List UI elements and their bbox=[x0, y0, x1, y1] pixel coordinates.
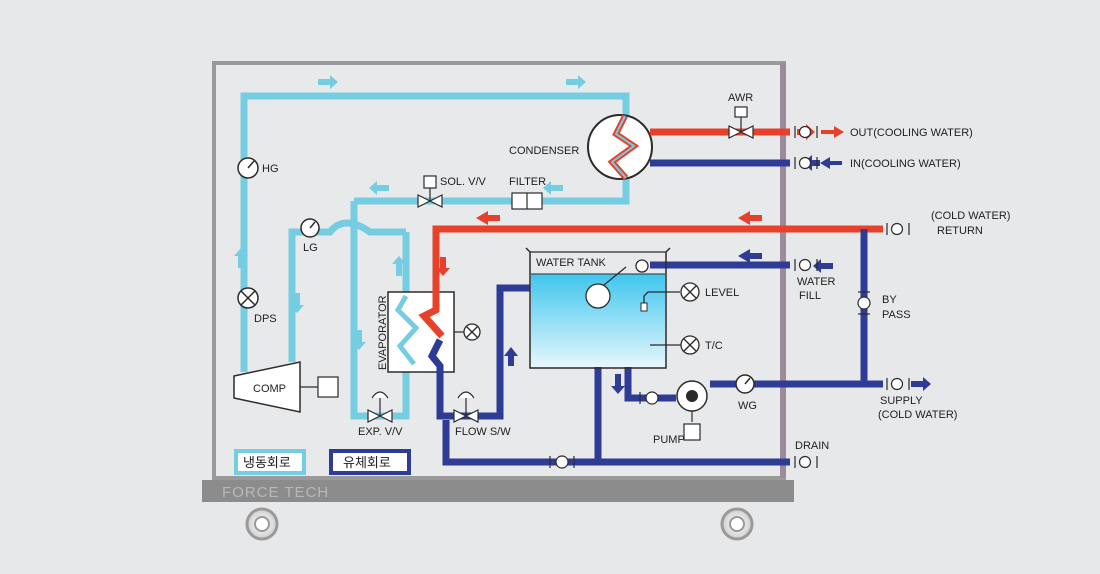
lg-label: LG bbox=[303, 242, 318, 254]
port-drain bbox=[794, 455, 818, 469]
expansion-valve bbox=[367, 391, 393, 423]
condenser bbox=[587, 114, 653, 180]
port-in-cooling bbox=[794, 156, 842, 170]
legend-fluid-label: 유체회로 bbox=[343, 455, 391, 470]
water-fill-label-1: WATER bbox=[797, 276, 836, 288]
hot-arrows bbox=[436, 124, 815, 276]
evaporator-coil bbox=[394, 294, 420, 366]
dps-label: DPS bbox=[254, 313, 277, 325]
drain-label: DRAIN bbox=[795, 440, 829, 452]
tc-label: T/C bbox=[705, 340, 723, 352]
condenser-label: CONDENSER bbox=[509, 145, 579, 157]
water-tank bbox=[525, 247, 682, 369]
awr-label: AWR bbox=[728, 92, 753, 104]
hg-label: HG bbox=[262, 163, 279, 175]
wheel-left bbox=[245, 507, 279, 541]
bypass-label-1: BY bbox=[882, 294, 897, 306]
water-tank-label: WATER TANK bbox=[536, 257, 607, 269]
hg-gauge bbox=[237, 157, 259, 179]
supply-label-1: SUPPLY bbox=[880, 395, 923, 407]
legend-fluid: 유체회로 bbox=[329, 449, 411, 475]
fluid-arrows bbox=[504, 155, 931, 394]
return-label-2: RETURN bbox=[937, 225, 983, 237]
lg-gauge bbox=[300, 218, 320, 238]
pump-label: PUMP bbox=[653, 434, 685, 446]
sol-vv-label: SOL. V/V bbox=[440, 176, 487, 188]
pump bbox=[639, 380, 708, 441]
port-return bbox=[886, 222, 910, 236]
flow-switch bbox=[453, 391, 479, 423]
in-cooling-label: IN(COOLING WATER) bbox=[850, 158, 961, 170]
comp-label: COMP bbox=[253, 383, 286, 395]
dps-switch bbox=[237, 287, 259, 309]
refrigerant-arrows bbox=[234, 75, 586, 350]
wheel-right bbox=[720, 507, 754, 541]
port-water-fill bbox=[794, 258, 818, 272]
filter-label: FILTER bbox=[509, 176, 546, 188]
wg-label: WG bbox=[738, 400, 757, 412]
flow-sw-label: FLOW S/W bbox=[455, 426, 511, 438]
return-hot-pipe bbox=[418, 225, 883, 339]
compressor bbox=[233, 361, 339, 413]
wg-gauge bbox=[735, 374, 755, 394]
legend-refrigerant-label: 냉동회로 bbox=[243, 455, 291, 470]
bypass-valve bbox=[857, 291, 871, 315]
bypass-label-2: PASS bbox=[882, 309, 911, 321]
level-label: LEVEL bbox=[705, 287, 739, 299]
exp-vv-label: EXP. V/V bbox=[358, 426, 403, 438]
level-switch bbox=[680, 282, 700, 302]
drain-line-fitting bbox=[549, 455, 575, 469]
out-cooling-label: OUT(COOLING WATER) bbox=[850, 127, 973, 139]
legend-refrigerant: 냉동회로 bbox=[234, 449, 306, 475]
water-fill-label-2: FILL bbox=[799, 290, 821, 302]
supply-label-2: (COLD WATER) bbox=[878, 409, 957, 421]
cabinet-divider bbox=[780, 63, 786, 478]
port-out-cooling bbox=[794, 125, 844, 139]
brand-label: FORCE TECH bbox=[222, 484, 329, 501]
evaporator-label: EVAPORATOR bbox=[377, 295, 389, 370]
awr-valve bbox=[728, 106, 754, 139]
base-plate bbox=[202, 480, 794, 502]
return-label-1: (COLD WATER) bbox=[931, 210, 1010, 222]
port-supply bbox=[886, 377, 910, 391]
solenoid-valve bbox=[417, 175, 443, 208]
temperature-controller bbox=[680, 335, 700, 355]
filter bbox=[511, 192, 543, 210]
